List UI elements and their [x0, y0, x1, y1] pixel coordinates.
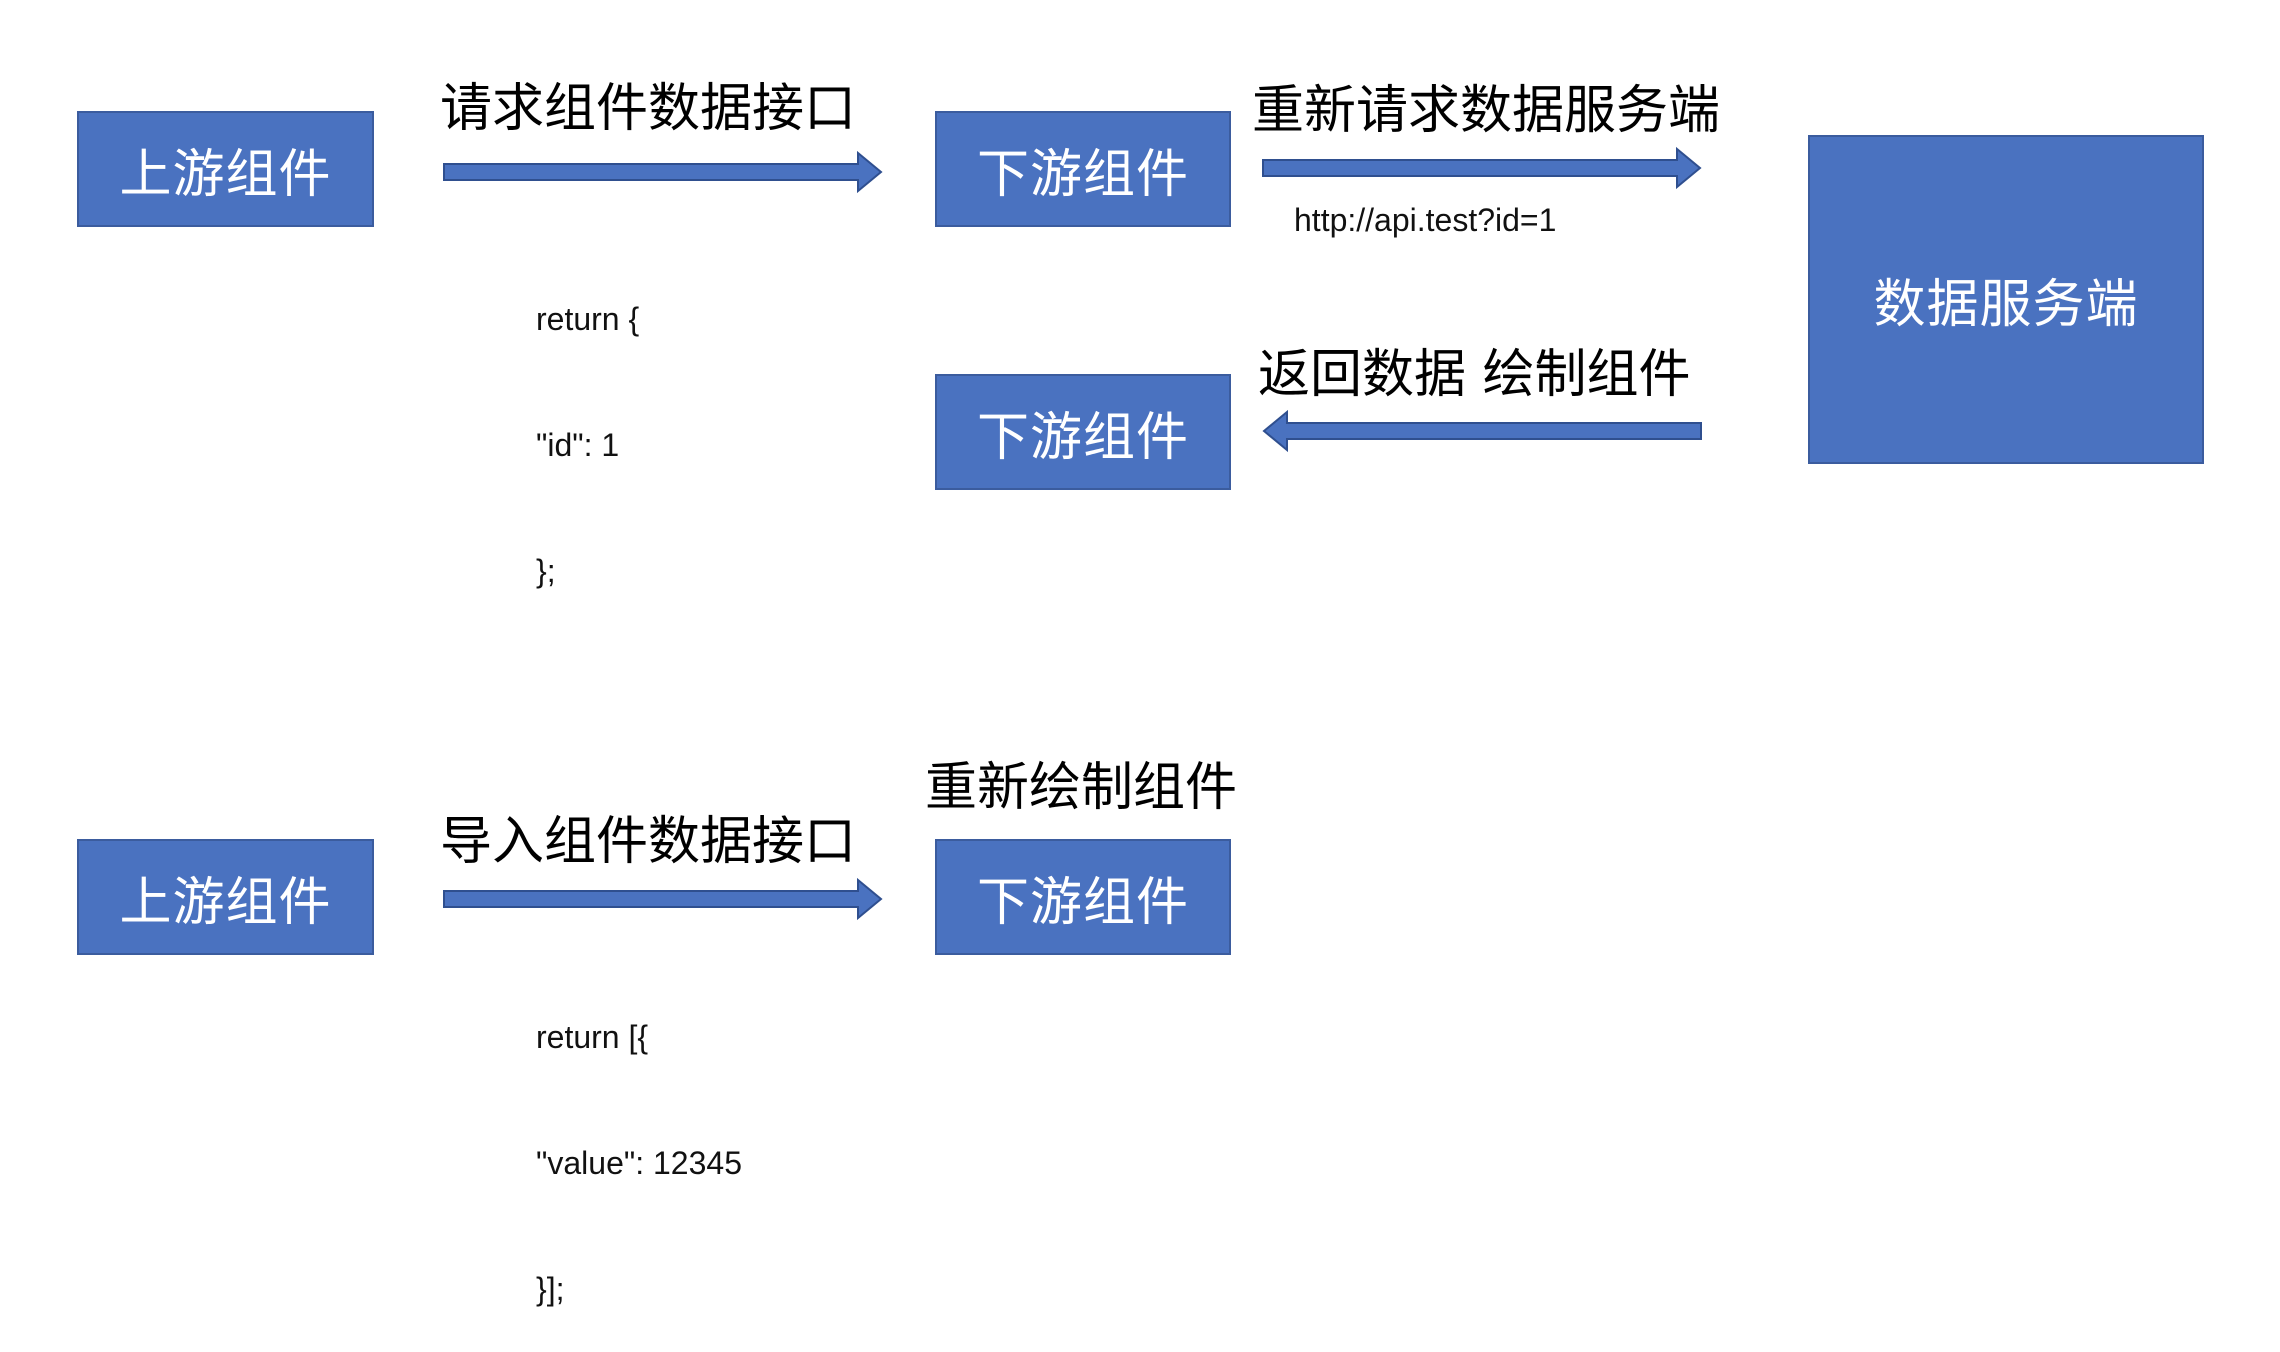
request-arrow: [443, 150, 883, 194]
code-line: "value": 12345: [536, 1145, 742, 1181]
downstream-component-label: 下游组件: [976, 144, 1189, 205]
downstream-component-box-2: 下游组件: [935, 839, 1231, 955]
refetch-arrow: [1262, 146, 1702, 190]
code-line: };: [536, 553, 556, 589]
data-server-box: 数据服务端: [1808, 135, 2204, 464]
return-data-label: 返回数据 绘制组件: [1258, 345, 1691, 405]
code-line: "id": 1: [536, 427, 620, 463]
return-arrow: [1262, 409, 1702, 453]
downstream-component-box: 下游组件: [935, 111, 1231, 227]
data-server-label: 数据服务端: [1873, 275, 2139, 335]
downstream-component-label-2: 下游组件: [976, 872, 1189, 933]
downstream-result-label: 下游组件: [976, 407, 1189, 468]
api-url: http://api.test?id=1: [1294, 202, 1557, 238]
upstream-component-box: 上游组件: [77, 111, 374, 227]
code-line: return [{: [536, 1019, 649, 1055]
request-interface-label: 请求组件数据接口: [440, 79, 857, 139]
import-interface-label: 导入组件数据接口: [440, 812, 857, 872]
code-line: }];: [536, 1271, 565, 1307]
downstream-result-box: 下游组件: [935, 374, 1231, 490]
import-arrow: [443, 877, 883, 921]
code-line: return {: [536, 301, 640, 337]
redraw-component-label: 重新绘制组件: [925, 758, 1238, 818]
import-code-snippet: return [{ "value": 12345 }];: [536, 932, 742, 1352]
request-code-snippet: return { "id": 1 };: [536, 214, 639, 634]
upstream-component-label-2: 上游组件: [119, 872, 332, 933]
refetch-server-label: 重新请求数据服务端: [1252, 81, 1721, 141]
upstream-component-box-2: 上游组件: [77, 839, 374, 955]
upstream-component-label: 上游组件: [119, 144, 332, 205]
